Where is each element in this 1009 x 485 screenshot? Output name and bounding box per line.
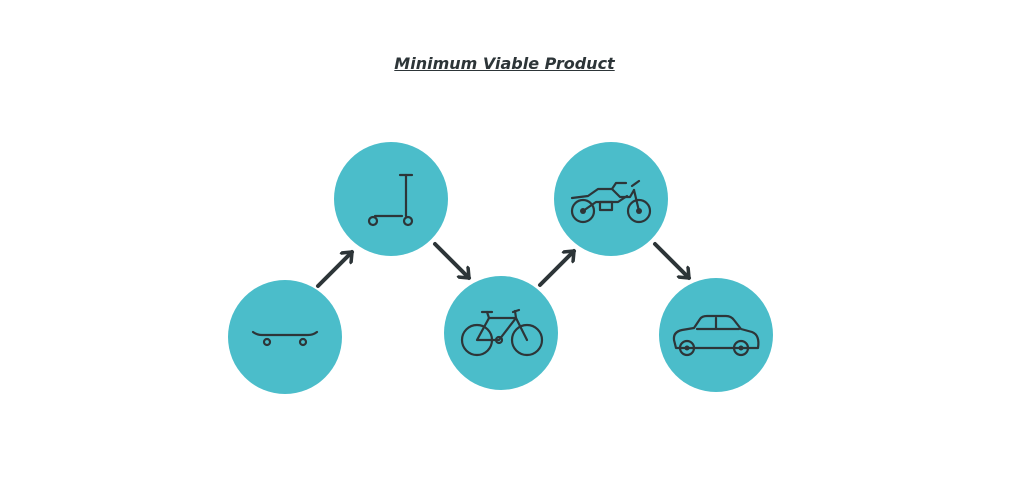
diagram-title: Minimum Viable Product <box>394 54 615 73</box>
arrow-scooter-to-bicycle <box>433 242 471 280</box>
skateboard-icon <box>251 330 319 347</box>
stage-circle <box>444 276 558 390</box>
stage-circle <box>554 142 668 256</box>
stage-circle <box>659 278 773 392</box>
scooter-icon <box>367 173 414 227</box>
motorcycle-icon <box>570 179 652 224</box>
arrow-skateboard-to-scooter <box>316 250 354 288</box>
stage-node-motorcycle <box>554 142 668 256</box>
arrow-bicycle-to-motorcycle <box>538 249 576 287</box>
stage-node-bicycle <box>444 276 558 390</box>
car-icon <box>672 314 760 357</box>
stage-node-scooter <box>334 142 448 256</box>
stage-node-skateboard <box>228 280 342 394</box>
stage-circle <box>228 280 342 394</box>
stage-circle <box>334 142 448 256</box>
bicycle-icon <box>460 308 544 357</box>
arrow-motorcycle-to-car <box>653 242 691 280</box>
stage-node-car <box>659 278 773 392</box>
